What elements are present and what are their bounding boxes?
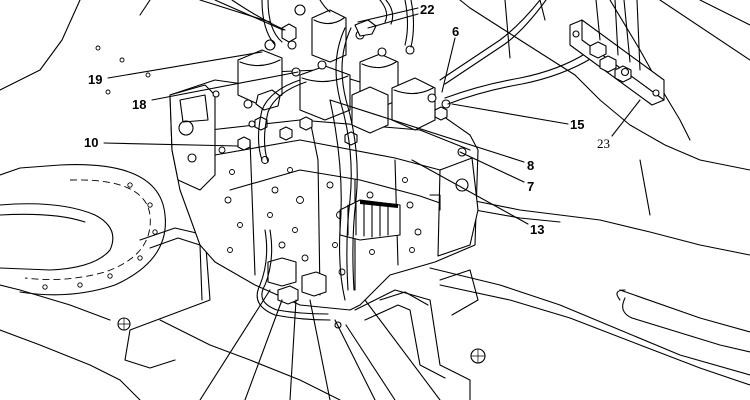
callout-7-label: 7 <box>527 179 534 194</box>
callout-23: 23 <box>597 99 641 151</box>
callout-15: 15 <box>451 103 584 132</box>
callout-19: 19 <box>88 51 263 87</box>
callout-13: 13 <box>411 159 544 237</box>
callout-10-label: 10 <box>84 135 98 150</box>
bulkhead-fitting-plate <box>569 0 665 106</box>
upper-leader-lines <box>199 0 419 31</box>
hydraulic-hoses <box>231 0 593 321</box>
callout-7: 7 <box>459 151 534 194</box>
callout-10: 10 <box>84 135 239 150</box>
callout-8: 8 <box>329 99 534 173</box>
callout-15-label: 15 <box>570 117 584 132</box>
callout-22: 22 <box>420 2 434 17</box>
callout-22-label: 22 <box>420 2 434 17</box>
callout-18: 18 <box>132 71 299 112</box>
callout-6: 6 <box>441 24 459 93</box>
callout-8-label: 8 <box>527 158 534 173</box>
solenoid-valves <box>237 4 451 134</box>
callout-19-label: 19 <box>88 72 102 87</box>
callout-13-label: 13 <box>530 222 544 237</box>
valve-mount-bracket <box>117 227 486 400</box>
callout-23-label: 23 <box>597 136 610 151</box>
control-valve-body <box>169 69 479 329</box>
lower-leader-lines <box>199 289 441 400</box>
callout-6-label: 6 <box>452 24 459 39</box>
callout-18-label: 18 <box>132 97 146 112</box>
slew-ring <box>0 45 166 296</box>
